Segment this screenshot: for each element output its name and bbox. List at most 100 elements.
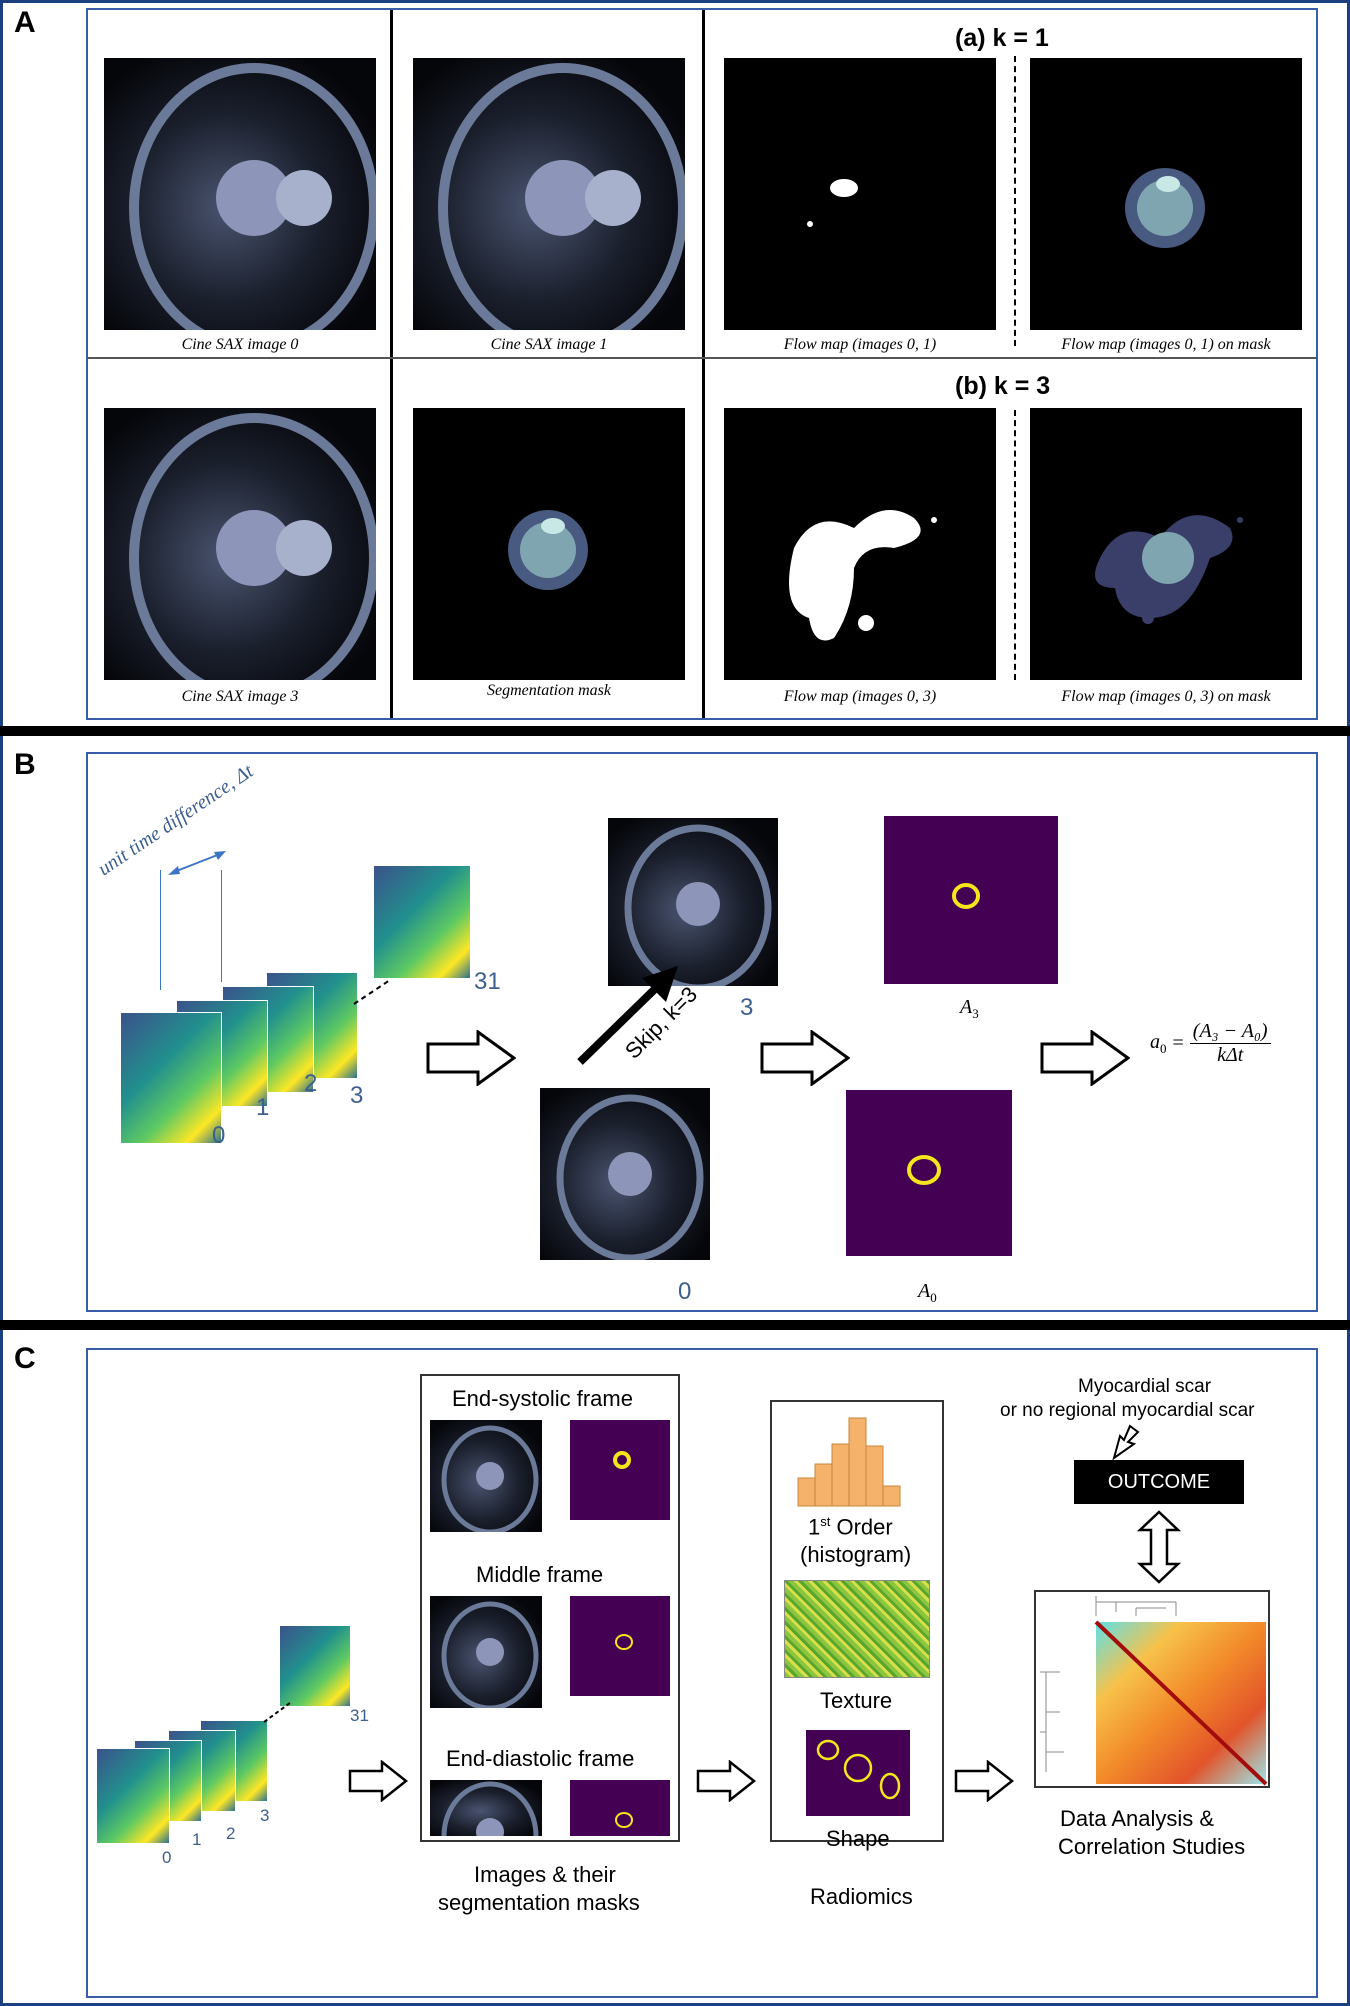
cine-sax-image-3 [104,408,376,680]
histogram-bar [882,1485,901,1507]
c-stack-number-1: 1 [192,1830,202,1849]
stack-number-3: 3 [350,1082,364,1109]
arrow-c-3 [954,1759,1015,1803]
caption-cine-sax-0: Cine SAX image 0 [181,336,299,353]
c-stack-number-0: 0 [162,1848,172,1867]
images-caption-2: segmentation masks [438,1890,640,1915]
stack-number-1: 1 [256,1094,270,1121]
formula-denominator: kΔt [1217,1044,1244,1066]
formula-fraction: (A₃ − A₀) kΔt [1189,1020,1271,1067]
caption-cine-sax-3: Cine SAX image 3 [181,688,299,705]
histogram-label: (histogram) [800,1542,912,1567]
c-stack-number-2: 2 [226,1824,236,1843]
images-caption-1: Images & their [474,1862,616,1887]
first-order-sup: st [820,1514,831,1529]
formula-equals: = [1172,1032,1184,1054]
mask-a0 [846,1090,1012,1256]
formula-lhs-main: a [1150,1030,1160,1053]
time-difference-arrow [168,848,228,878]
panel-a-letter: A [14,6,36,39]
outcome-box: OUTCOME [1074,1460,1244,1504]
analysis-label-1: Data Analysis & [1060,1806,1215,1831]
texture-image [784,1580,930,1678]
formula-numerator: (A₃ − A₀) [1189,1020,1271,1044]
end-diastolic-mask [570,1780,670,1836]
label-a0-main: A [918,1280,931,1302]
caption-segmentation-mask: Segmentation mask [487,682,611,699]
panel-c-frame [86,1348,1318,1998]
arrow-c-2 [696,1759,757,1803]
k1-label: (a) k = 1 [955,24,1049,52]
histogram-bar [831,1443,850,1507]
k3-label: (b) k = 3 [955,372,1051,400]
stack-number-2: 2 [304,1070,318,1097]
tick-line-2 [221,870,222,982]
images-masks-box [420,1374,680,1842]
caption-flow-map-0-1-mask: Flow map (images 0, 1) on mask [1061,336,1271,353]
label-a0: A0 [918,1280,937,1306]
middle-frame-label: Middle frame [476,1562,604,1587]
mri-frame-3-number: 3 [740,994,754,1021]
stack-frame-31 [374,866,470,978]
outcome-text: OUTCOME [1107,1470,1211,1493]
mri-frame-0 [540,1088,710,1260]
middle-frame-image [430,1596,542,1708]
first-order-pre: 1 [808,1514,821,1540]
arrow-b-1 [426,1029,517,1087]
segmentation-mask [413,408,685,680]
mri-frame-3 [608,818,778,986]
label-a3-main: A [960,996,973,1018]
panel-c-letter: C [14,1342,36,1375]
label-a3: A3 [960,996,979,1022]
histogram-bar [865,1445,884,1507]
panel-b-frame [86,752,1318,1312]
histogram-bar [814,1463,833,1507]
c-stack-frame-0 [96,1748,170,1844]
middle-frame-mask [570,1596,670,1696]
first-order-label: 1st Order [808,1514,893,1540]
shape-image [806,1730,910,1816]
shape-label: Shape [826,1826,890,1851]
stack-number-31: 31 [474,968,501,995]
caption-flow-map-0-3: Flow map (images 0, 3) [783,688,937,705]
formula-lhs: a0 [1150,1031,1167,1057]
c-stack-number-3: 3 [260,1806,270,1825]
flow-map-0-3 [724,408,996,680]
caption-cine-sax-1: Cine SAX image 1 [490,336,608,353]
c-stack-dashed-link [262,1700,292,1724]
panel-a-dashed-1 [1014,56,1016,346]
label-a3-sub: 3 [972,1006,979,1021]
radiomics-label: Radiomics [810,1884,913,1909]
outcome-double-arrow [1136,1510,1182,1584]
first-order-post: Order [830,1514,893,1540]
panel-a-divider-2 [702,10,705,718]
outcome-small-arrow [1112,1424,1142,1461]
mri-frame-0-number: 0 [678,1278,692,1305]
c-stack-number-31: 31 [350,1706,369,1725]
cine-sax-image-1 [413,58,685,330]
stack-number-0: 0 [212,1122,226,1149]
end-systolic-mask [570,1420,670,1520]
texture-label: Texture [820,1688,893,1713]
end-diastolic-label: End-diastolic frame [446,1746,635,1771]
cine-sax-image-0 [104,58,376,330]
label-a0-sub: 0 [930,1290,937,1305]
analysis-label-2: Correlation Studies [1058,1834,1246,1859]
flow-map-0-1 [724,58,996,330]
c-stack-frame-31 [280,1626,350,1706]
caption-flow-map-0-1: Flow map (images 0, 1) [783,336,937,353]
histogram-bar [848,1417,867,1507]
panel-a-frame [86,8,1318,720]
skip-arrow [572,960,682,1070]
outcome-note-1: Myocardial scar [1078,1376,1212,1397]
separator-a-b [0,726,1350,736]
panel-a-row-divider [88,357,1316,359]
histogram-icon [796,1416,906,1508]
formula: a0 = (A₃ − A₀) kΔt [1150,1020,1271,1067]
panel-a-dashed-2 [1014,410,1016,680]
formula-lhs-sub: 0 [1160,1040,1167,1056]
histogram-bar [797,1477,816,1507]
end-systolic-label: End-systolic frame [452,1386,633,1411]
panel-b-letter: B [14,748,36,781]
